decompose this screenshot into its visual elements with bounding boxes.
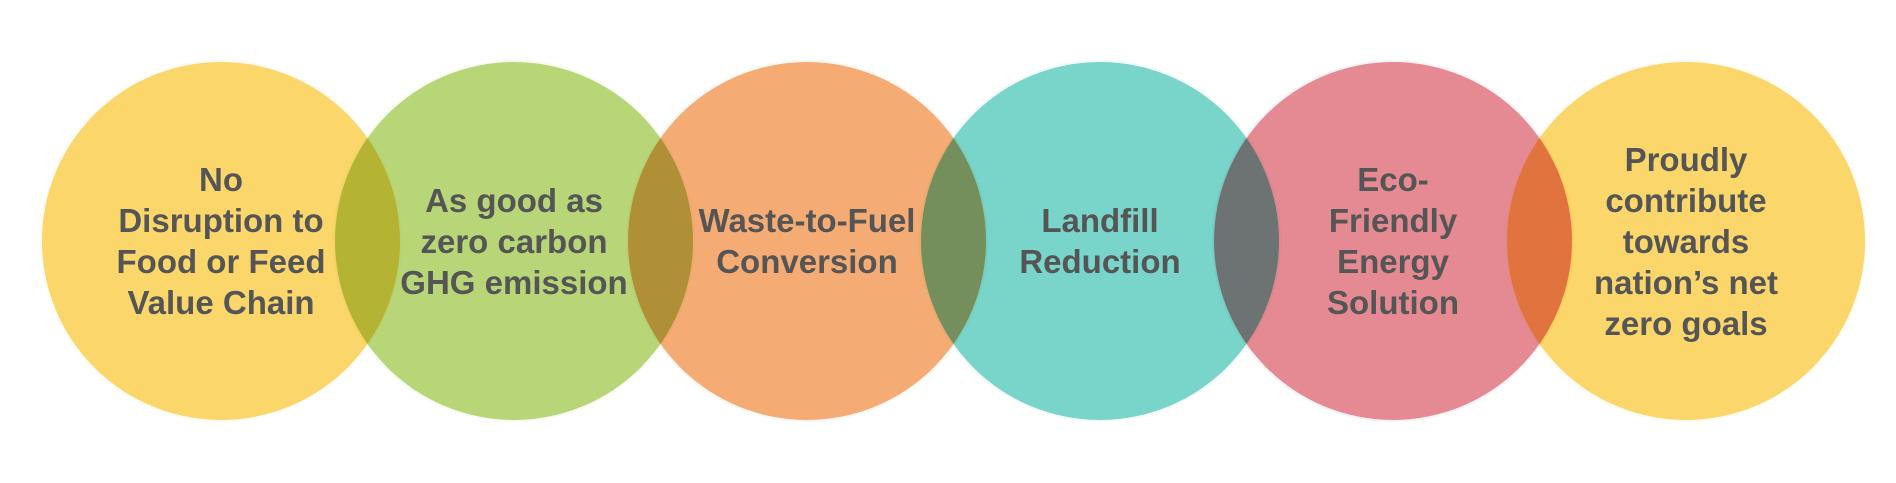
circle-net-zero <box>1505 60 1867 422</box>
